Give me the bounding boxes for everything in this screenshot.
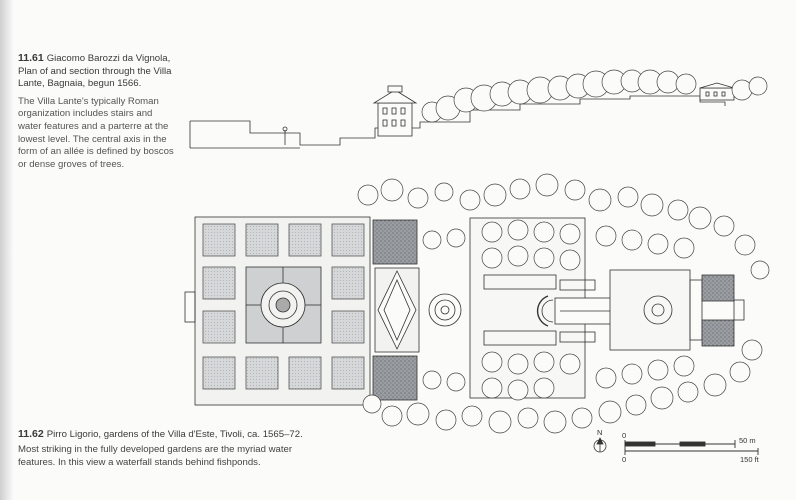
figure-number: 11.61: [18, 52, 44, 64]
book-gutter-shadow: [0, 0, 14, 500]
scale-zero-imperial: 0: [622, 455, 627, 464]
figure-title: Pirro Ligorio, gardens of the Villa d'Es…: [46, 429, 303, 440]
section-tree-canopy: [421, 69, 768, 123]
parterre-compartments: [202, 223, 365, 390]
figure-description: The Villa Lante's typically Roman organi…: [18, 95, 174, 170]
figure-number: 11.62: [18, 428, 44, 440]
scale-label-imperial: 150 ft: [740, 455, 759, 464]
section-elevation: [189, 82, 735, 149]
garden-plan: [184, 216, 745, 406]
scale-bars: [624, 440, 759, 455]
scale-label-metric: 50 m: [739, 436, 756, 445]
north-arrow: [593, 437, 607, 453]
plan-tree-groves: [357, 173, 770, 434]
figure-title: Giacomo Barozzi da Vignola, Plan of and …: [18, 53, 172, 90]
figure-description: Most striking in the fully developed gar…: [18, 444, 293, 468]
north-label: N: [597, 428, 603, 437]
scale-zero-metric: 0: [622, 431, 627, 440]
